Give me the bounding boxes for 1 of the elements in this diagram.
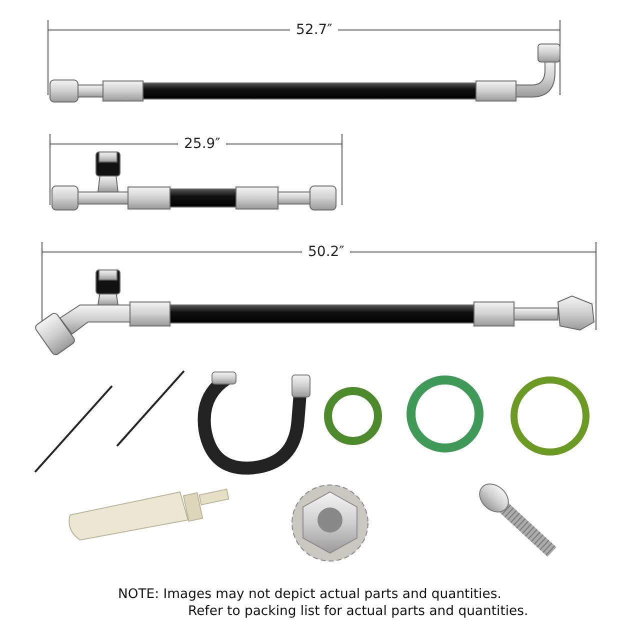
note-text: NOTE: Images may not depict actual parts and quantities. Refer to packing list for actual parts and quantities.: [118, 586, 530, 620]
